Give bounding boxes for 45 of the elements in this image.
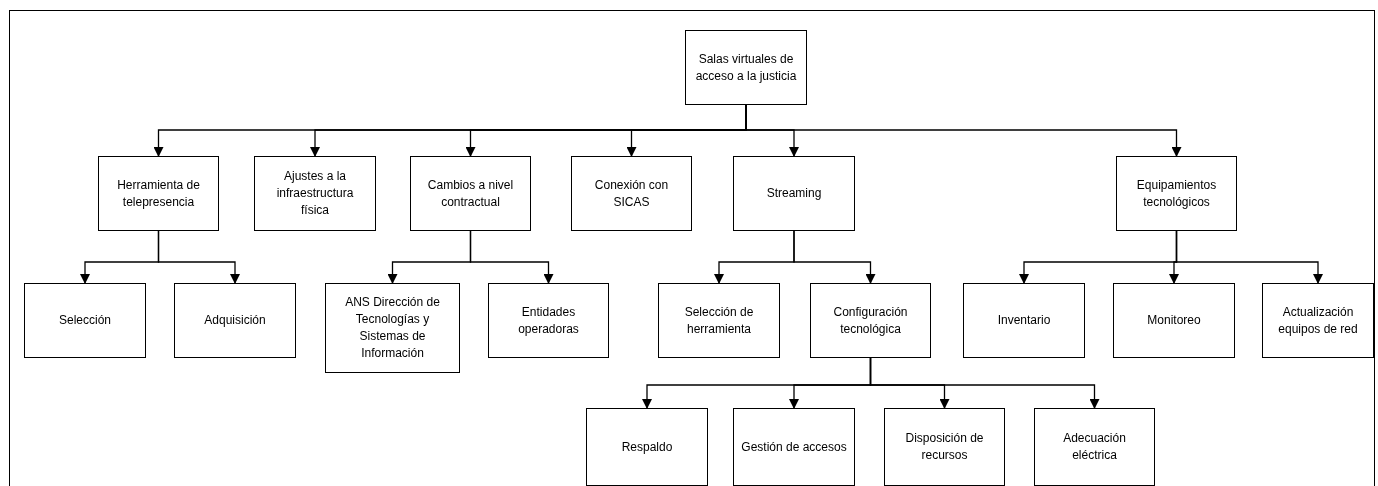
box-label: Conexión con SICAS: [593, 176, 670, 211]
process-box: [174, 283, 296, 358]
process-box: [1262, 283, 1374, 358]
box-label: Selección de herramienta: [683, 303, 755, 338]
box-label: Adquisición: [204, 312, 266, 329]
box-label: Streaming: [766, 185, 822, 202]
box-label: Equipamientos tecnológicos: [1135, 176, 1218, 211]
connector-arrow: [157, 230, 240, 284]
box-label: Gestión de accesos: [741, 438, 847, 456]
box-label: Inventario: [997, 312, 1051, 329]
box-label: Salas virtuales de acceso a la justicia: [694, 50, 798, 85]
process-box: [571, 156, 692, 231]
process-box: [1116, 156, 1237, 231]
connector-arrow: [469, 230, 554, 284]
process-box: [884, 408, 1005, 486]
process-box: [586, 408, 708, 486]
process-box: [733, 156, 855, 231]
process-box: [98, 156, 219, 231]
box-label: Configuración tecnológica: [832, 303, 909, 338]
connector-arrow: [869, 357, 1100, 409]
box-label: Entidades operadoras: [517, 303, 580, 338]
connector-arrow: [1175, 230, 1323, 284]
process-box: [1034, 408, 1155, 486]
process-box: [658, 283, 780, 358]
process-box: [685, 30, 807, 105]
box-label: Respaldo: [621, 438, 673, 456]
box-label: Selección: [59, 312, 111, 329]
box-label: ANS Dirección de Tecnologías y Sistemas de Información: [344, 294, 441, 362]
process-box: [1113, 283, 1235, 358]
process-box: [24, 283, 146, 358]
process-box: [810, 283, 931, 358]
process-box: [488, 283, 609, 358]
box-label: Ajustes a la infraestructura física: [275, 168, 355, 219]
process-box: [254, 156, 376, 231]
box-label: Herramienta de telepresencia: [116, 176, 201, 211]
box-label: Cambios a nivel contractual: [426, 176, 515, 211]
box-label: Actualización equipos de red: [1277, 303, 1359, 338]
box-label: Disposición de recursos: [904, 430, 985, 464]
connector-arrow: [793, 230, 876, 284]
process-box: [963, 283, 1085, 358]
process-box: [733, 408, 855, 486]
process-box: [325, 283, 460, 373]
box-label: Adecuación eléctrica: [1062, 430, 1127, 464]
process-box: [410, 156, 531, 231]
box-label: Monitoreo: [1147, 312, 1201, 329]
